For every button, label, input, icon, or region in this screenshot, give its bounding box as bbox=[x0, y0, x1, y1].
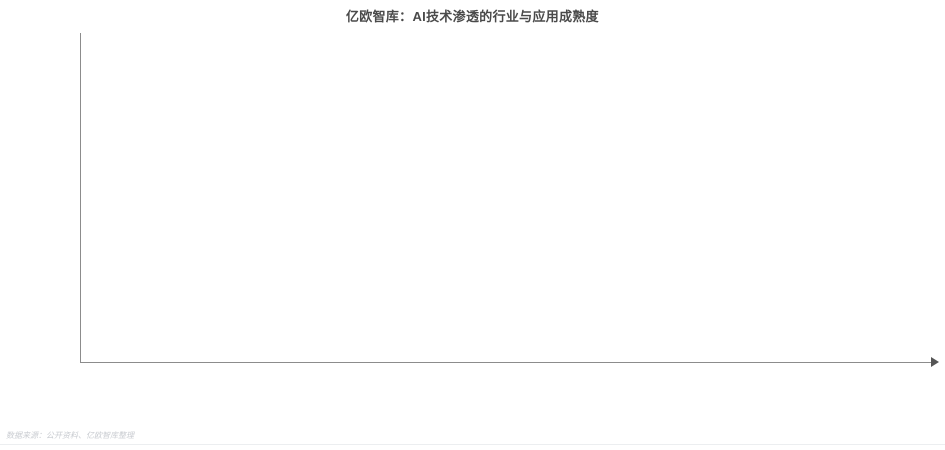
footer-divider bbox=[0, 444, 945, 445]
x-axis-arrow-icon bbox=[931, 357, 939, 367]
x-axis-line bbox=[80, 362, 932, 363]
page-title: 亿欧智库：AI技术渗透的行业与应用成熟度 bbox=[345, 9, 599, 24]
source-note: 数据来源：公开资料、亿欧智库整理 bbox=[6, 431, 134, 440]
y-axis-line bbox=[80, 33, 81, 362]
plot-area bbox=[80, 33, 938, 360]
